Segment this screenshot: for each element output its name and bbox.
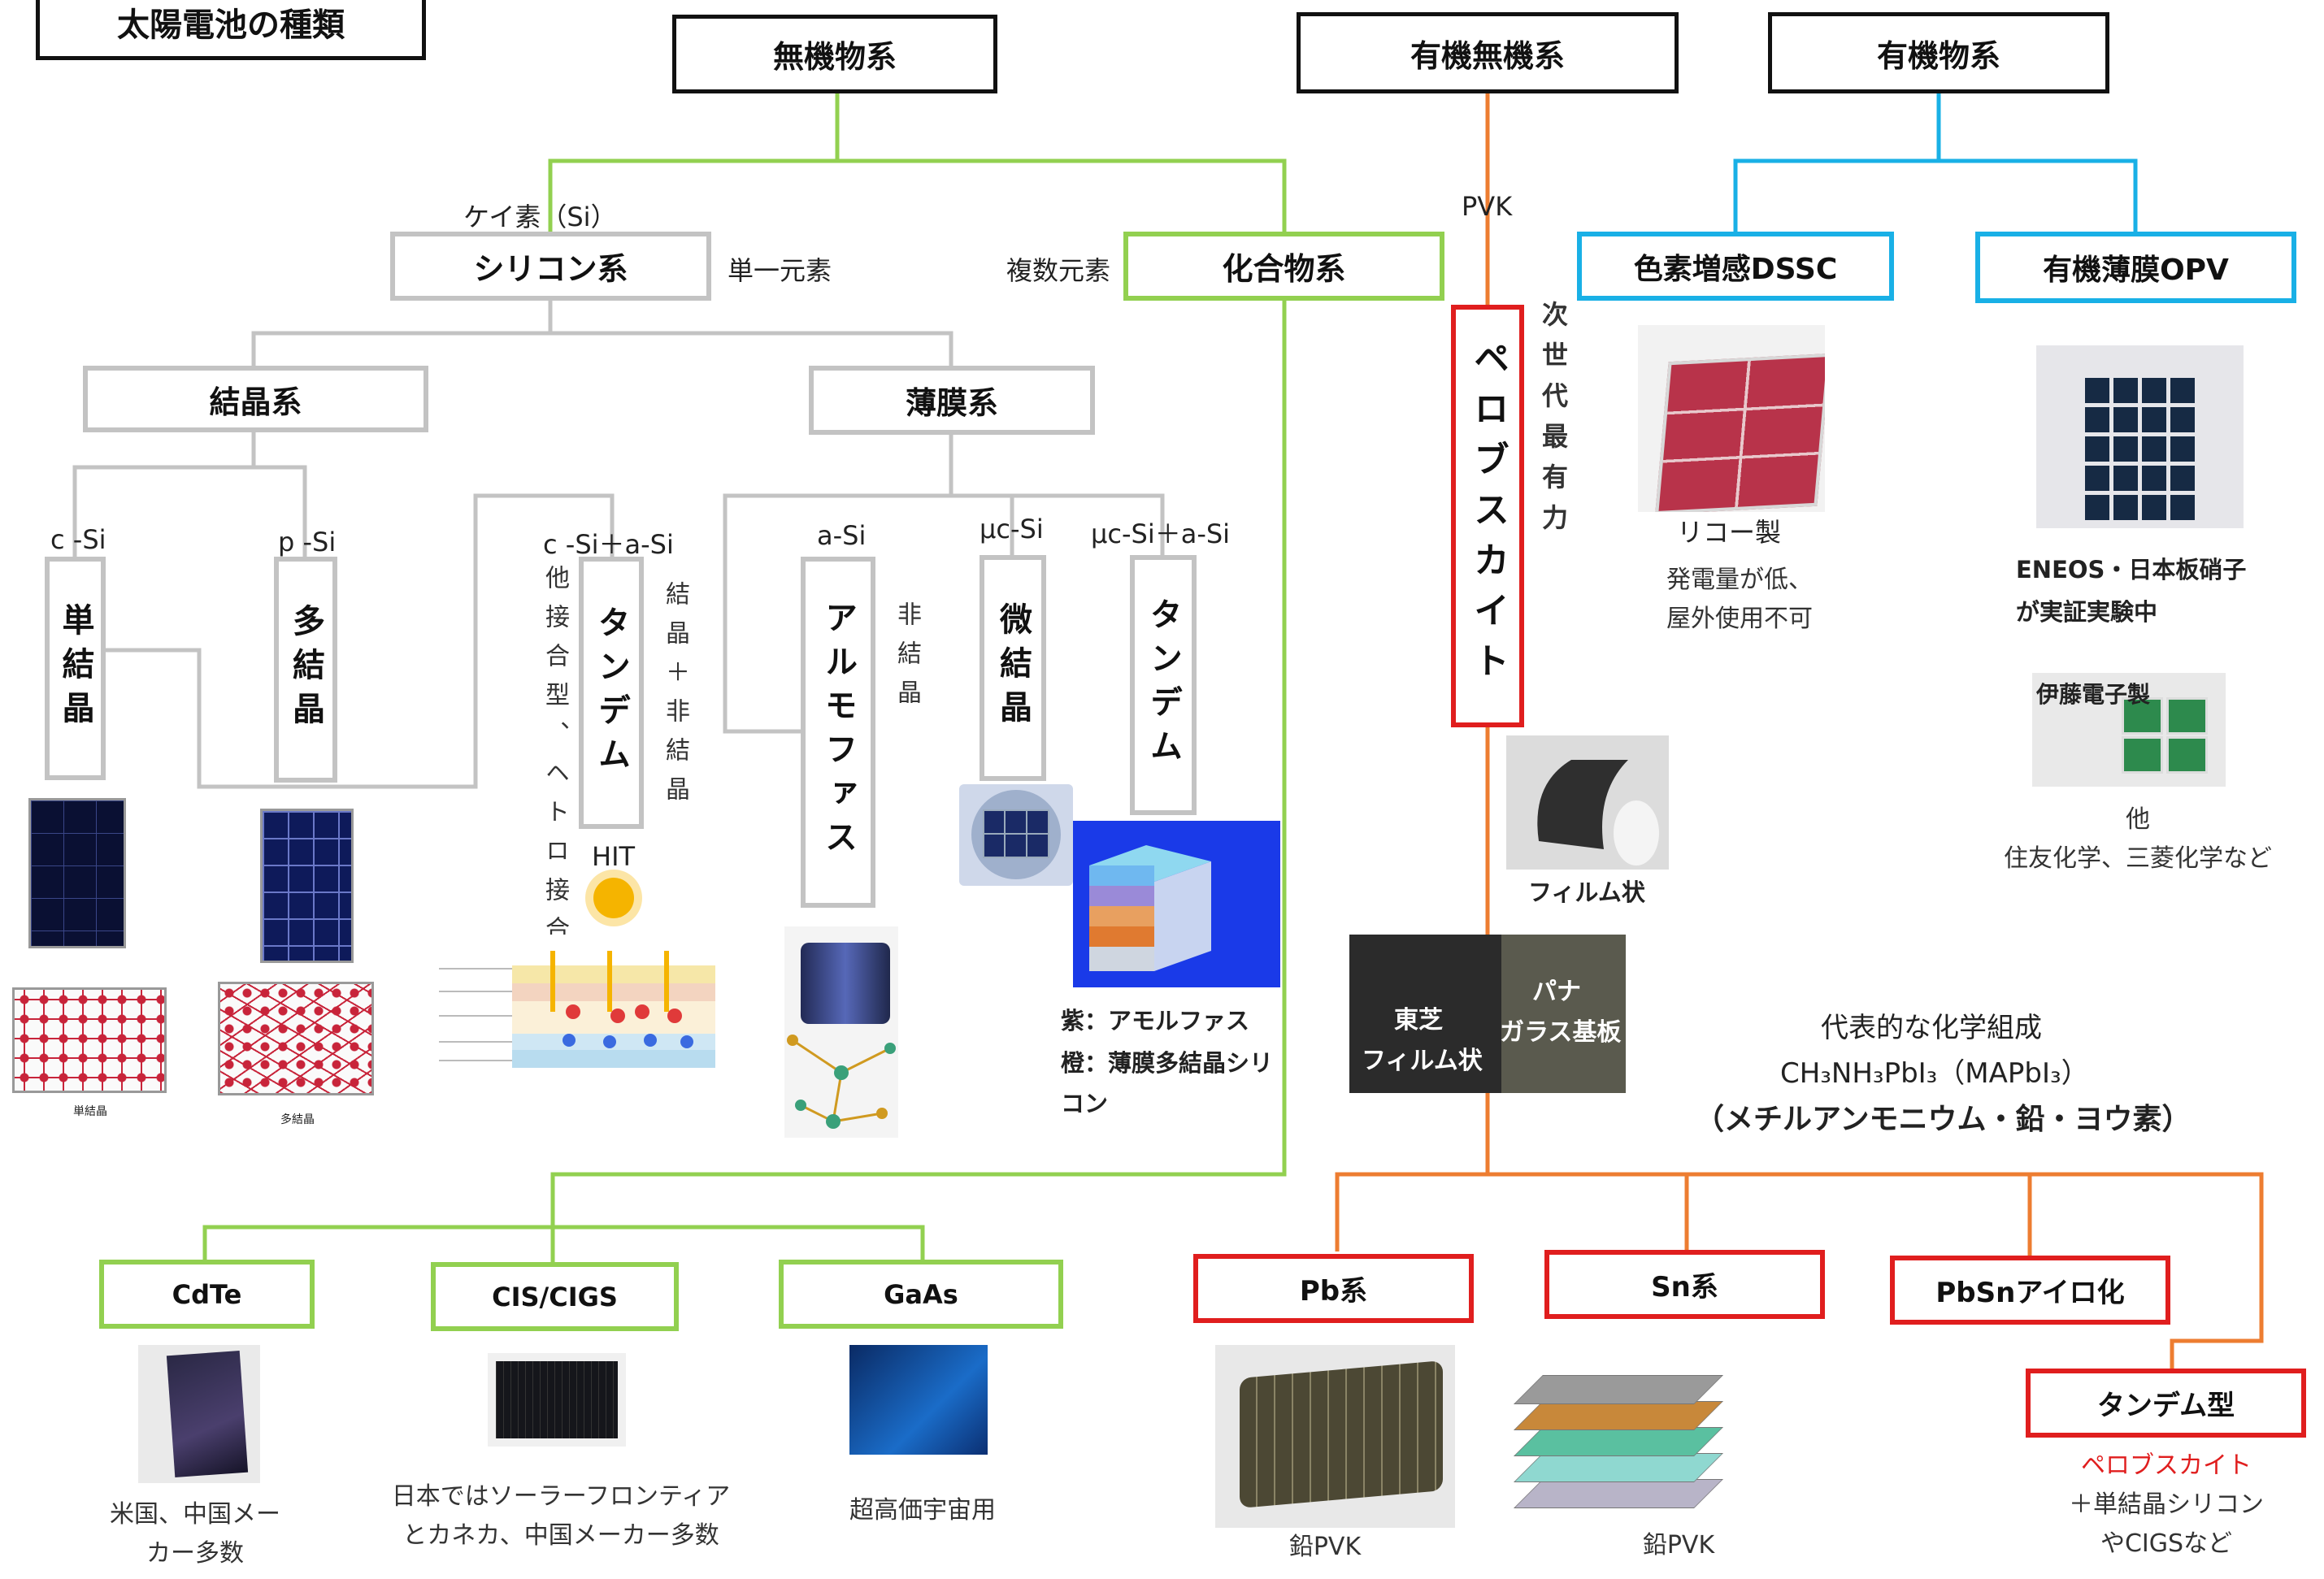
micro-crystal-wafer-image <box>959 784 1073 886</box>
silicon-box: シリコン系 <box>390 232 711 301</box>
single-crystal-box: 単結晶 <box>45 557 106 780</box>
perovskite-box: ペロブスカイト <box>1451 305 1524 727</box>
amorphous-image <box>784 926 898 1138</box>
thin-film-note-2: 橙：薄膜多結晶シリ <box>1061 1049 1274 1077</box>
hit-right-note: 結晶＋非結晶 <box>661 581 689 815</box>
ito-opv-image: 伊藤電子製 <box>2032 673 2226 787</box>
ricoh-maker: リコー製 <box>1677 517 1782 548</box>
compound-box: 化合物系 <box>1123 232 1444 301</box>
next-gen-note: 次世代最有力 <box>1538 301 1569 544</box>
micro-crystal-box: 微結晶 <box>980 555 1046 781</box>
sun-icon <box>593 878 634 918</box>
single-lattice-image <box>12 987 167 1093</box>
ricoh-note-line1: 発電量が低、 <box>1666 566 1813 594</box>
hit-left-note: 他接合型、ヘトロ接合 <box>541 565 569 955</box>
sn-caption: 鉛PVK <box>1642 1531 1715 1559</box>
ricoh-dssc-image <box>1638 325 1825 512</box>
hit-structure-image <box>390 935 732 1081</box>
gaas-caption: 超高価宇宙用 <box>849 1496 996 1525</box>
cigs-caption: 日本ではソーラーフロンティア とカネカ、中国メーカー多数 <box>358 1477 764 1555</box>
eneos-note-2: が実証実験中 <box>2016 598 2158 626</box>
multi-lattice-caption: 多結晶 <box>280 1113 315 1126</box>
cigs-box: CIS/CIGS <box>431 1262 679 1331</box>
thin-film-box: 薄膜系 <box>809 366 1095 435</box>
eneos-note-1: ENEOS・日本板硝子 <box>2016 556 2247 583</box>
multi-crystal-box: 多結晶 <box>274 557 337 783</box>
mono-panel-image <box>28 798 126 948</box>
category-inorganic: 無機物系 <box>672 15 997 93</box>
psi-label: p -Si <box>278 527 337 557</box>
toshiba-label-2: フィルム状 <box>1362 1047 1483 1075</box>
hit-label: c -Si＋a-Si <box>543 529 674 560</box>
formula-name: （メチルアンモニウム・鉛・ヨウ素） <box>1695 1103 2192 1136</box>
thin-film-note-3: コン <box>1061 1090 1109 1117</box>
cdte-caption-line2: カー多数 <box>146 1539 244 1568</box>
pana-label-2: ガラス基板 <box>1500 1018 1622 1047</box>
sn-box: Sn系 <box>1544 1250 1825 1319</box>
category-organic: 有機物系 <box>1768 12 2109 93</box>
perovskite-tandem-box: タンデム型 <box>2026 1369 2306 1438</box>
organic-others: 他 住友化学、三菱化学など <box>1975 800 2300 878</box>
asi-label: a-Si <box>817 520 867 551</box>
cdte-caption: 米国、中国メー カー多数 <box>89 1495 301 1573</box>
tandem-caption-line3: やCIGSなど <box>2100 1529 2233 1558</box>
dssc-box: 色素増感DSSC <box>1577 232 1894 301</box>
organic-others-line2: 住友化学、三菱化学など <box>2004 844 2272 873</box>
thin-film-layers-image <box>1073 821 1280 987</box>
amorphous-lattice <box>787 1035 896 1129</box>
thin-film-layer-diagram <box>1089 845 1211 971</box>
hit-name: HIT <box>592 841 636 872</box>
cigs-caption-line2: とカネカ、中国メーカー多数 <box>402 1521 719 1550</box>
flexible-film-icon <box>1537 760 1659 865</box>
hit-layer-diagram <box>439 951 715 1068</box>
tandem-caption: ペロブスカイト ＋単結晶シリコン やCIGSなど <box>2016 1447 2317 1564</box>
ricoh-note-line2: 屋外使用不可 <box>1666 605 1813 633</box>
multi-lattice-image <box>218 982 374 1095</box>
gaas-box: GaAs <box>779 1260 1063 1329</box>
silicon-element-note: ケイ素（Si） <box>463 202 617 232</box>
pvk-label: PVK <box>1462 191 1513 222</box>
formula-title: 代表的な化学組成 <box>1821 1012 2042 1044</box>
film-perovskite-image <box>1506 735 1669 870</box>
single-lattice-caption: 単結晶 <box>73 1105 107 1118</box>
cigs-caption-line1: 日本ではソーラーフロンティア <box>391 1482 731 1511</box>
toshiba-pana-image: 東芝 フィルム状 パナ ガラス基板 <box>1349 935 1626 1093</box>
cigs-image <box>488 1353 626 1447</box>
thin-film-note-1: 紫：アモルファス <box>1061 1007 1250 1035</box>
poly-panel-image <box>260 809 354 963</box>
film-caption: フィルム状 <box>1528 878 1645 906</box>
csi-label: c -Si <box>50 524 106 555</box>
gaas-image <box>849 1345 988 1455</box>
single-element-note: 単一元素 <box>728 255 832 286</box>
amorphous-note: 非結晶 <box>893 601 921 718</box>
sn-pvk-structure-image <box>1496 1357 1764 1536</box>
page-title: 太陽電池の種類 <box>36 0 426 60</box>
pb-caption: 鉛PVK <box>1288 1533 1362 1561</box>
toshiba-label-1: 東芝 <box>1394 1006 1443 1035</box>
pana-label-1: パナ <box>1532 978 1581 1006</box>
formula: CH₃NH₃PbI₃（MAPbI₃） <box>1780 1057 2089 1090</box>
pb-pvk-image <box>1215 1345 1455 1528</box>
wafer-icon <box>971 790 1061 879</box>
pbsn-box: PbSnアイロ化 <box>1890 1256 2170 1325</box>
hit-tandem-box: タンデム <box>579 557 644 829</box>
thin-tandem-box: タンデム <box>1130 555 1197 815</box>
cdte-image <box>138 1345 260 1483</box>
multi-element-note: 複数元素 <box>1006 255 1111 286</box>
amorphous-box: アルモファス <box>801 557 875 908</box>
opv-window-image <box>2036 345 2244 528</box>
tandem-caption-line1: ペロブスカイト <box>2081 1451 2252 1480</box>
ricoh-note: 発電量が低、 屋外使用不可 <box>1642 561 1837 639</box>
organic-others-line1: 他 <box>2126 805 2150 834</box>
ito-maker: 伊藤電子製 <box>2036 681 2151 708</box>
crystal-box: 結晶系 <box>83 366 428 432</box>
tandem-caption-line2: ＋単結晶シリコン <box>2069 1490 2264 1519</box>
cdte-box: CdTe <box>99 1260 315 1329</box>
opv-box: 有機薄膜OPV <box>1975 232 2296 303</box>
tandem-label: µc-Si＋a-Si <box>1091 518 1231 549</box>
ucsi-label: µc-Si <box>980 514 1044 544</box>
category-hybrid: 有機無機系 <box>1297 12 1679 93</box>
pb-box: Pb系 <box>1193 1254 1474 1323</box>
cdte-caption-line1: 米国、中国メー <box>110 1500 280 1529</box>
